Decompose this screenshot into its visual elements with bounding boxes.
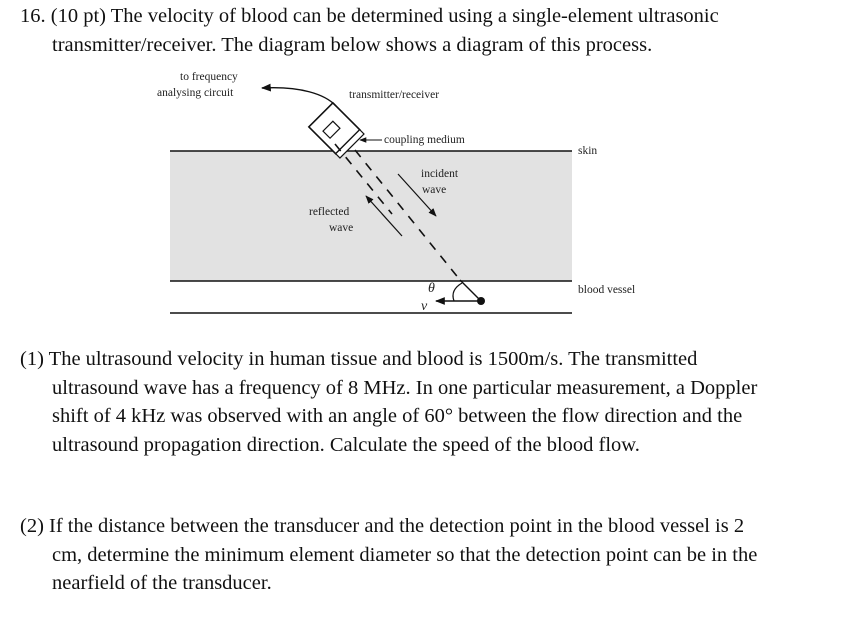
part-1-text-1: The ultrasound velocity in human tissue … — [48, 348, 698, 370]
label-incident: incident — [421, 168, 459, 180]
label-incident-wave: wave — [422, 184, 446, 196]
label-skin: skin — [578, 145, 597, 157]
transducer — [307, 101, 365, 159]
beam-to-cell — [459, 279, 482, 302]
theta-arc — [452, 282, 463, 302]
part-1-line-3: shift of 4 kHz was observed with an angl… — [52, 405, 743, 427]
question-intro-line-1: The velocity of blood can be determined … — [110, 5, 719, 27]
part-1-number: (1) — [20, 348, 44, 370]
label-to-frequency: to frequency — [180, 71, 238, 83]
part-1-line-4: ultrasound propagation direction. Calcul… — [52, 433, 640, 456]
label-coupling-medium: coupling medium — [384, 134, 465, 146]
question-points: (10 pt) — [50, 5, 106, 27]
signal-arrow — [261, 83, 337, 107]
tissue-region — [170, 151, 572, 281]
reflected-beam — [334, 143, 393, 215]
part-2-line-1: (2) If the distance between the transduc… — [20, 512, 835, 541]
question-line-1: 16. (10 pt) The velocity of blood can be… — [20, 2, 835, 31]
label-transmitter-receiver: transmitter/receiver — [349, 89, 439, 101]
part-2-line-2: cm, determine the minimum element diamet… — [52, 543, 758, 566]
incident-wave-arrow — [397, 173, 437, 217]
label-theta: θ — [428, 281, 435, 296]
part-2-line-3: nearfield of the transducer. — [52, 572, 272, 594]
part-1: (1) The ultrasound velocity in human tis… — [20, 345, 835, 459]
label-analysing-circuit: analysing circuit — [157, 87, 234, 99]
reflected-wave-arrow — [365, 195, 403, 237]
part-2: (2) If the distance between the transduc… — [20, 512, 835, 598]
part-1-line-1: (1) The ultrasound velocity in human tis… — [20, 345, 835, 374]
label-velocity: v — [421, 299, 428, 314]
question-intro-line-2: transmitter/receiver. The diagram below … — [52, 33, 653, 56]
part-2-number: (2) — [20, 515, 44, 537]
label-reflected: reflected — [309, 206, 349, 218]
label-reflected-wave: wave — [329, 222, 353, 234]
part-2-text-1: If the distance between the transducer a… — [49, 515, 745, 537]
doppler-diagram: to frequency analysing circuit transmitt… — [157, 71, 635, 314]
label-blood-vessel: blood vessel — [578, 284, 635, 296]
question-number: 16. — [20, 5, 46, 27]
question-header: 16. (10 pt) The velocity of blood can be… — [20, 2, 835, 59]
incident-beam — [354, 149, 461, 281]
part-1-line-2: ultrasound wave has a frequency of 8 MHz… — [52, 376, 758, 399]
